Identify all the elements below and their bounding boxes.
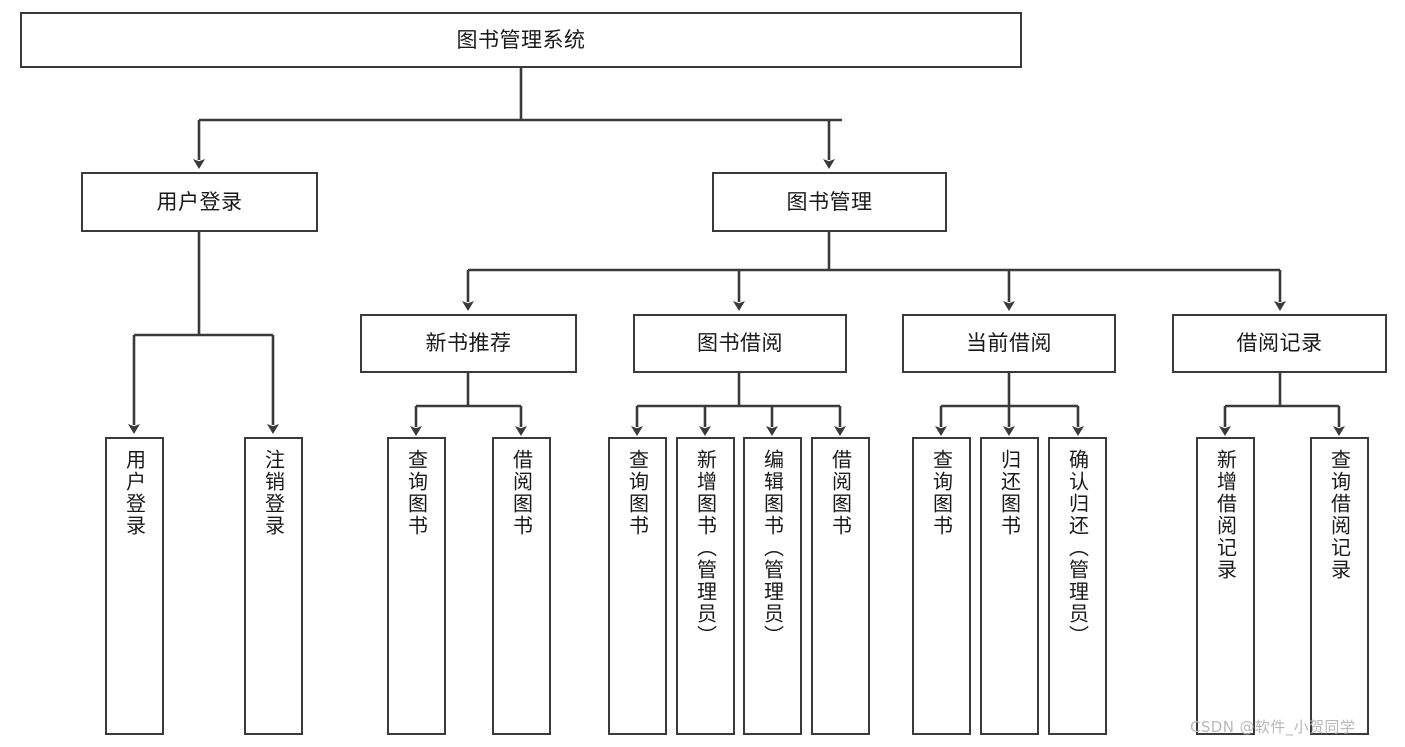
leaf-query-borrow-record[interactable]: 查询借阅记录 — [1310, 437, 1369, 735]
node-label: 借阅图书 — [828, 449, 853, 537]
leaf-query-book-recommend[interactable]: 查询图书 — [387, 437, 446, 735]
node-label: 查询图书 — [929, 449, 954, 537]
leaf-edit-book-admin[interactable]: 编辑图书（管理员） — [743, 437, 802, 735]
connector-group-borrow-record — [1219, 373, 1345, 436]
node-label: 借阅记录 — [1236, 331, 1323, 356]
leaf-add-book-admin[interactable]: 新增图书（管理员） — [676, 437, 735, 735]
connector-group-root — [193, 68, 842, 169]
node-label: 查询图书 — [625, 449, 650, 537]
node-label: 确认归还（管理员） — [1065, 449, 1090, 647]
node-label: 图书借阅 — [697, 331, 783, 356]
connector-group-new-book — [410, 373, 527, 436]
node-label: 图书管理系统 — [456, 27, 586, 52]
leaf-logout-login[interactable]: 注销登录 — [244, 437, 303, 735]
node-user-login[interactable]: 用户登录 — [81, 172, 318, 232]
node-label: 新增借阅记录 — [1213, 449, 1238, 581]
leaf-return-book[interactable]: 归还图书 — [980, 437, 1039, 735]
node-label: 查询借阅记录 — [1327, 449, 1352, 581]
connector-group-book-manage — [462, 232, 1286, 311]
connector-group-book-borrow — [631, 373, 846, 436]
node-current-borrow[interactable]: 当前借阅 — [902, 314, 1116, 373]
leaf-user-login[interactable]: 用户登录 — [105, 437, 164, 735]
leaf-query-book-current[interactable]: 查询图书 — [912, 437, 971, 735]
node-label: 查询图书 — [404, 449, 429, 537]
node-label: 图书管理 — [786, 189, 873, 214]
node-label: 用户登录 — [156, 189, 243, 214]
leaf-query-book-borrow[interactable]: 查询图书 — [608, 437, 667, 735]
leaf-borrow-book[interactable]: 借阅图书 — [811, 437, 870, 735]
node-label: 当前借阅 — [966, 331, 1052, 356]
connector-group-user-login — [128, 232, 279, 434]
node-label: 用户登录 — [122, 449, 147, 537]
node-label: 新书推荐 — [425, 331, 512, 356]
node-label: 归还图书 — [997, 449, 1022, 537]
node-book-management[interactable]: 图书管理 — [712, 172, 947, 232]
node-label: 注销登录 — [261, 449, 286, 537]
node-label: 编辑图书（管理员） — [760, 449, 785, 647]
csdn-watermark: CSDN @软件_小贺同学 — [1190, 718, 1356, 736]
node-book-borrow[interactable]: 图书借阅 — [633, 314, 847, 373]
connector-group-current-borrow — [935, 373, 1084, 436]
node-borrow-record[interactable]: 借阅记录 — [1172, 314, 1387, 373]
node-label: 借阅图书 — [509, 449, 534, 537]
node-new-book-recommend[interactable]: 新书推荐 — [360, 314, 577, 373]
node-label: 新增图书（管理员） — [693, 449, 718, 647]
node-root-book-management-system[interactable]: 图书管理系统 — [20, 12, 1022, 68]
leaf-confirm-return-admin[interactable]: 确认归还（管理员） — [1048, 437, 1107, 735]
leaf-borrow-book-recommend[interactable]: 借阅图书 — [492, 437, 551, 735]
leaf-add-borrow-record[interactable]: 新增借阅记录 — [1196, 437, 1255, 735]
